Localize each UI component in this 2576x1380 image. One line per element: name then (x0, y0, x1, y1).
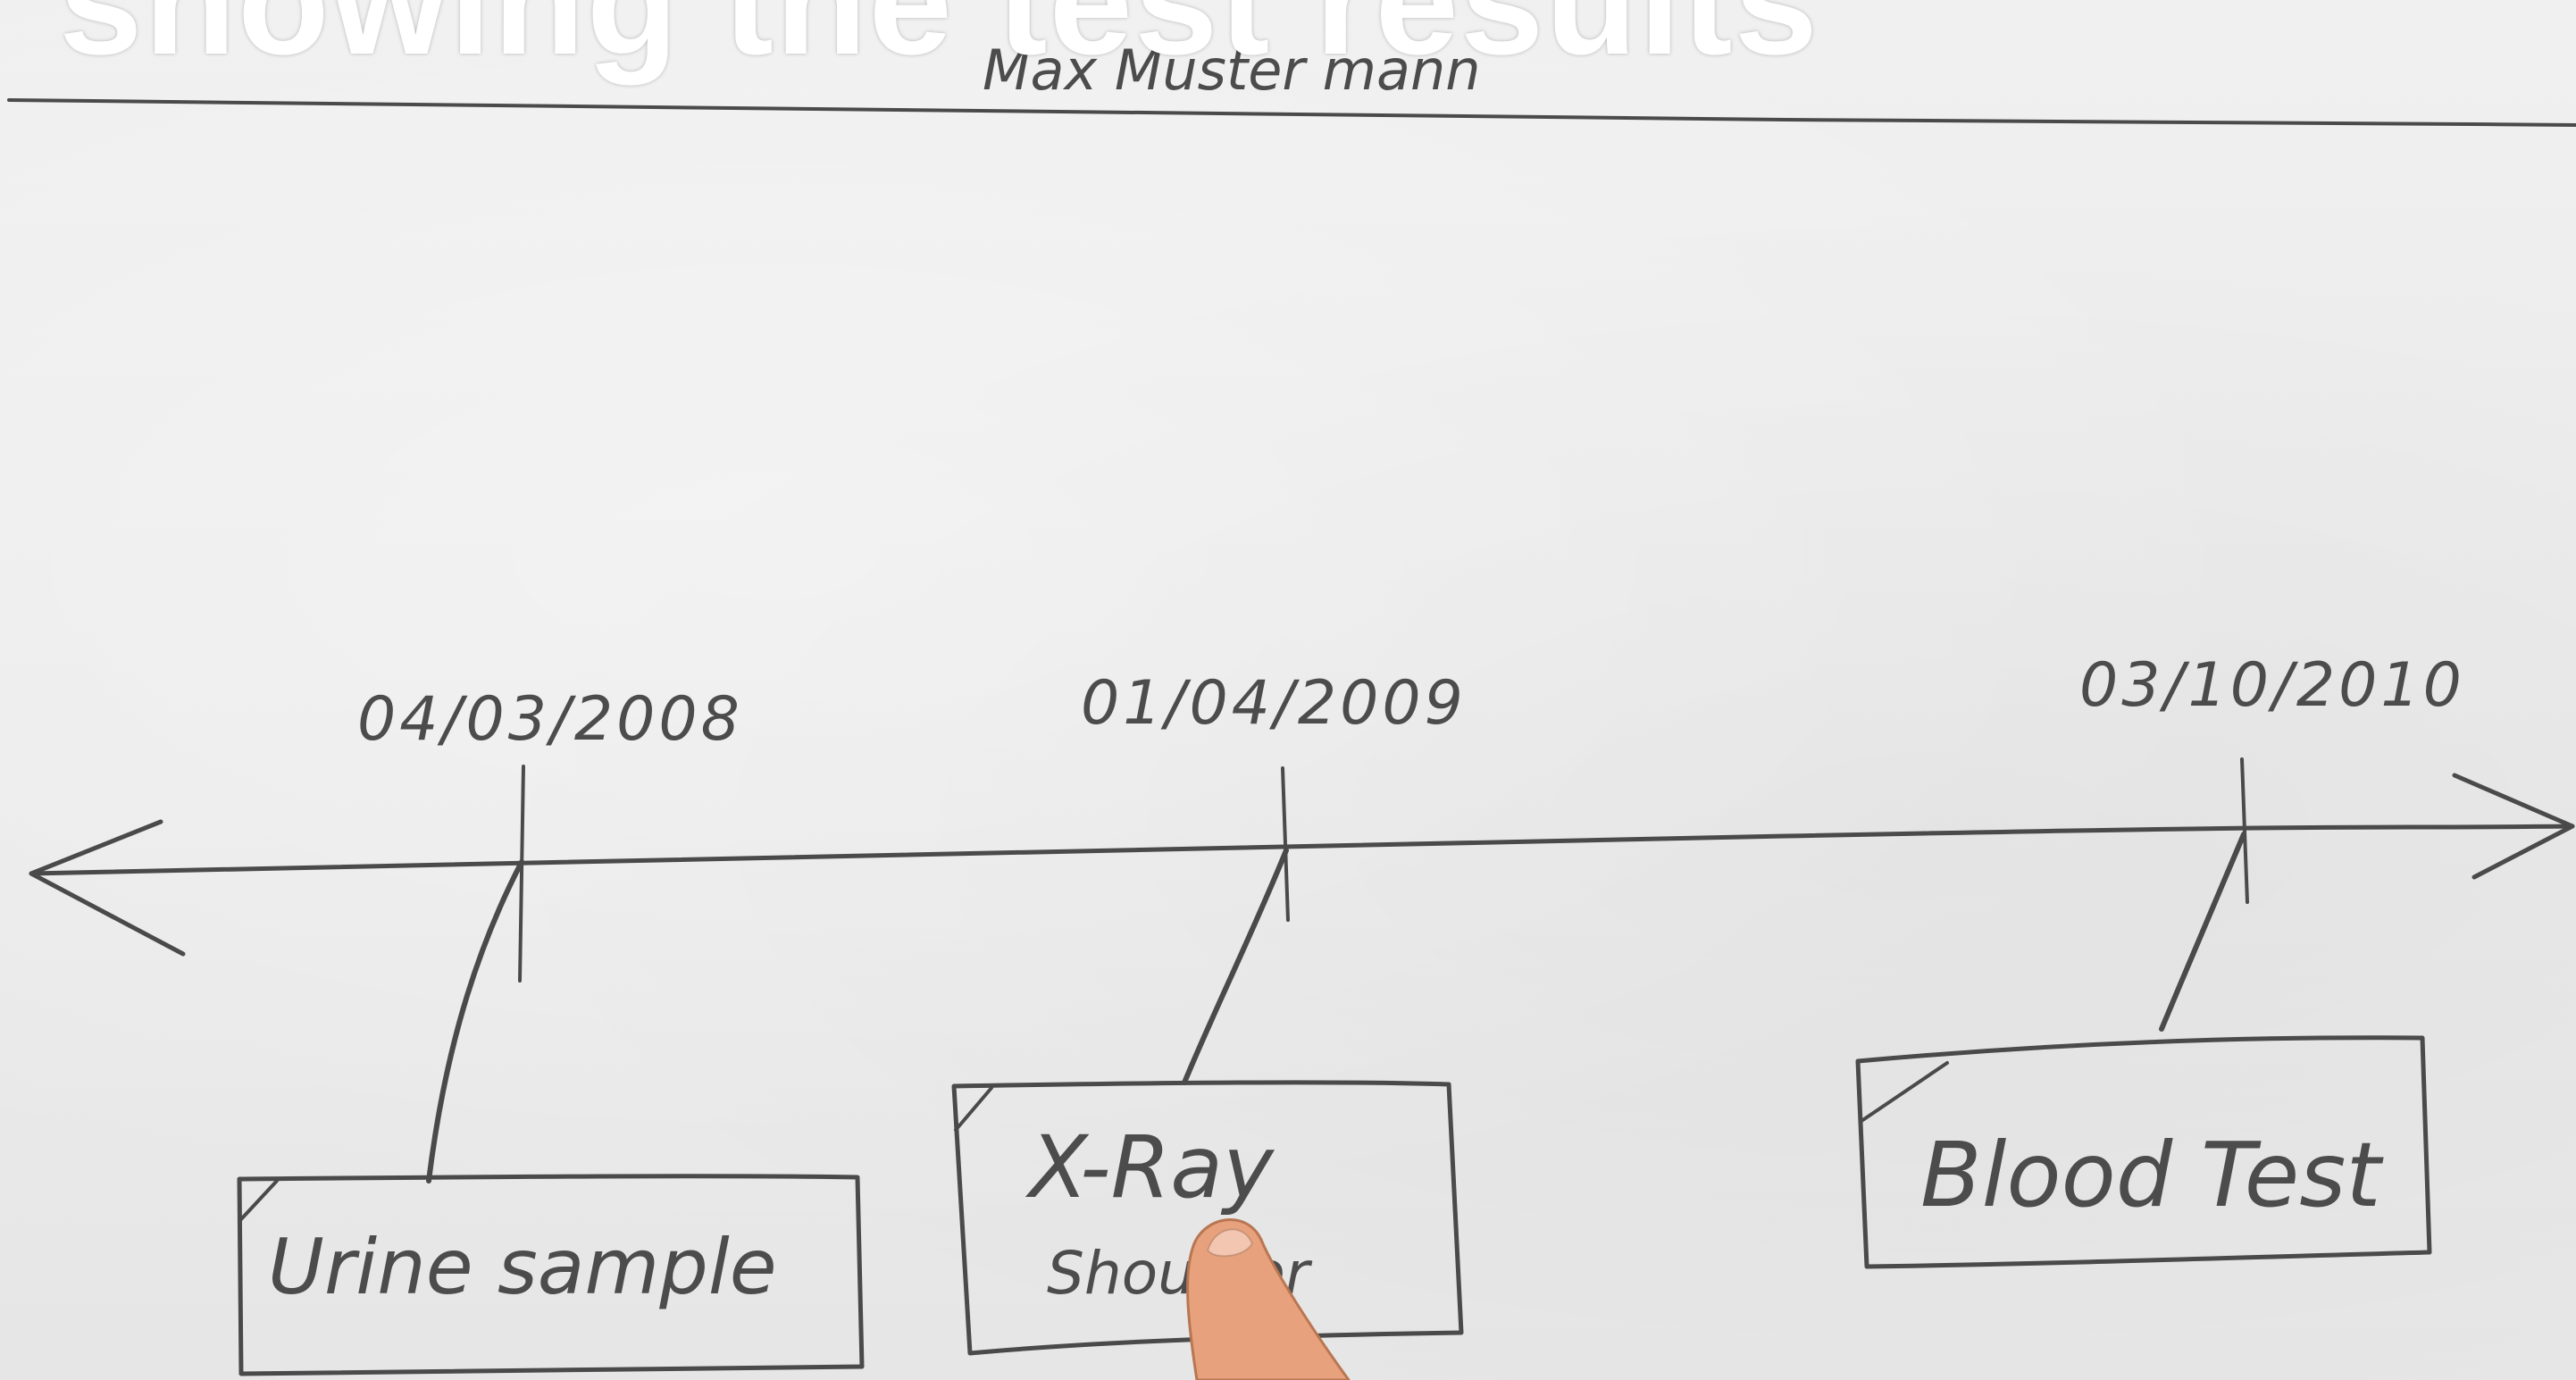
event-card (237, 1174, 865, 1376)
event-date: 03/10/2010 (2079, 650, 2465, 721)
event-connector (1182, 848, 1289, 1085)
card-corner-fold (1860, 1061, 1949, 1123)
event-label: X-Ray (1025, 1117, 1275, 1217)
event-connector (426, 859, 524, 1183)
event-date: 01/04/2009 (1081, 668, 1467, 739)
card-corner-fold (239, 1179, 279, 1221)
patient-name: Max Muster mann (983, 38, 1481, 103)
timeline-axis (29, 824, 2575, 876)
event-tick (518, 765, 525, 983)
header-divider-line (7, 98, 2576, 127)
event-card (1855, 1035, 2432, 1269)
event-card (951, 1080, 1464, 1356)
event-label: Blood Test (1920, 1123, 2384, 1227)
timeline-event-blood: 03/10/2010 Blood Test (1855, 650, 2465, 1269)
timeline-event-xray: 01/04/2009 X-Ray Shoulder (951, 668, 1467, 1356)
timeline-event-urine: 04/03/2008 Urine sample (237, 684, 865, 1376)
event-connector (2159, 832, 2246, 1032)
event-date: 04/03/2008 (357, 684, 743, 755)
pointing-finger-icon (1186, 1218, 1351, 1380)
timeline-right-arrow-icon (2452, 773, 2575, 880)
event-tick (1281, 766, 1290, 922)
headline-caption: showing the test results (59, 0, 1819, 86)
event-label: Urine sample (268, 1223, 777, 1312)
timeline-left-arrow-icon (29, 819, 186, 957)
card-corner-fold (954, 1086, 993, 1132)
event-tick (2240, 757, 2249, 904)
